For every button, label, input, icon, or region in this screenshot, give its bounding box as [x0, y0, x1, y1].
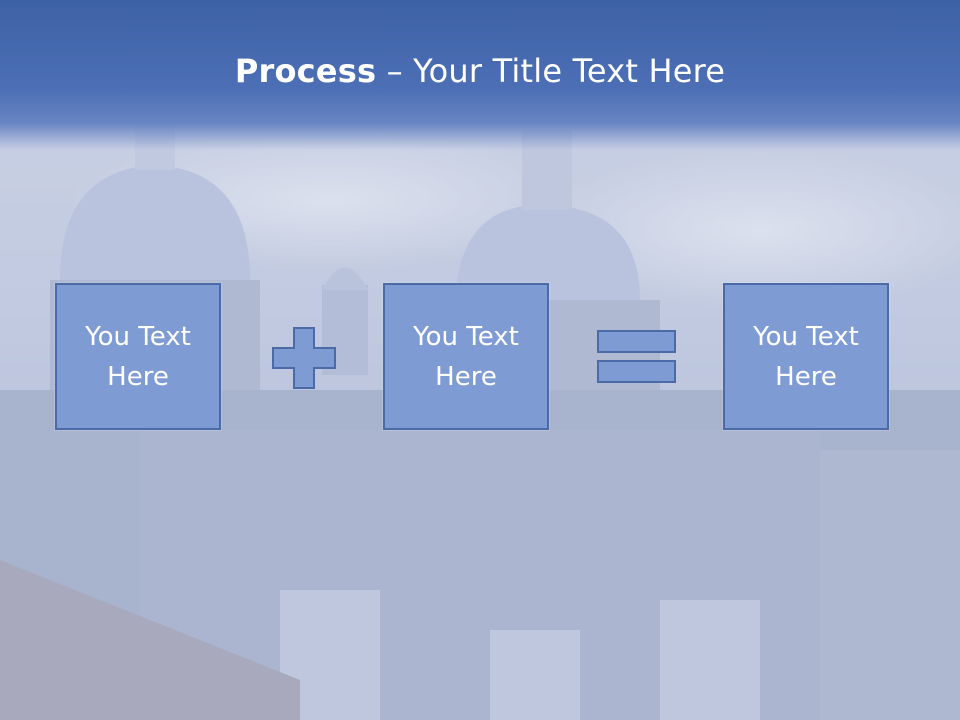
process-box-2-text: You Text Here	[413, 321, 519, 392]
plus-icon	[272, 327, 336, 389]
title-band	[0, 0, 960, 150]
process-box-3-text: You Text Here	[753, 321, 859, 392]
process-box-1-text: You Text Here	[85, 321, 191, 392]
equals-icon	[597, 330, 676, 383]
process-box-1[interactable]: You Text Here	[55, 283, 221, 430]
process-box-3[interactable]: You Text Here	[723, 283, 889, 430]
title-rest: – Your Title Text Here	[376, 52, 726, 90]
slide-title: Process – Your Title Text Here	[0, 52, 960, 90]
process-box-2[interactable]: You Text Here	[383, 283, 549, 430]
title-bold: Process	[234, 52, 377, 90]
